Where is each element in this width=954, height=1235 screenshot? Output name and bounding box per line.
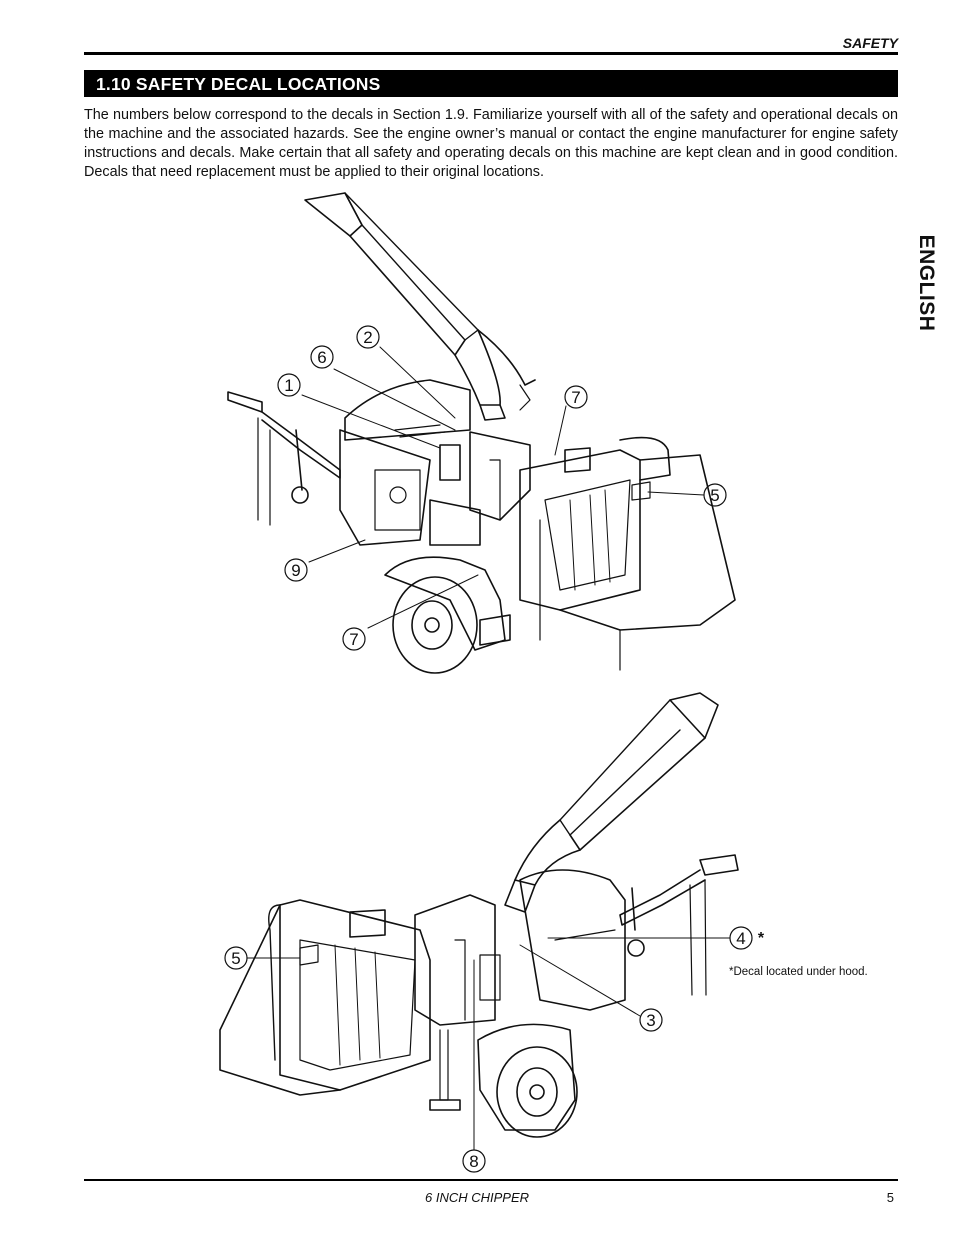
page-number: 5 (886, 1190, 894, 1205)
callout-4-asterisk: * (758, 930, 765, 947)
bottom-callout-circles (224, 926, 753, 1173)
callout-6-top: 6 (317, 348, 326, 367)
chipper-illustration-top (227, 192, 736, 674)
callout-8-bottom: 8 (469, 1152, 478, 1171)
callout-7-top-right: 7 (571, 388, 580, 407)
section-title: 1.10 SAFETY DECAL LOCATIONS (96, 74, 381, 94)
callout-4-bottom: 4 (736, 929, 745, 948)
footer-rule (84, 1179, 898, 1181)
section-title-bar: 1.10 SAFETY DECAL LOCATIONS (84, 70, 898, 97)
callout-3-bottom: 3 (646, 1011, 655, 1030)
bottom-callout-labels: 5 4 3 8 * (231, 929, 765, 1171)
top-callout-circles (277, 325, 727, 651)
intro-paragraph: The numbers below correspond to the deca… (84, 107, 898, 180)
bottom-callout-leaders (246, 937, 731, 1151)
top-callout-leaders (301, 346, 705, 629)
callout-9-top: 9 (291, 561, 300, 580)
decal-note: *Decal located under hood. (729, 966, 868, 978)
callout-5-top: 5 (710, 486, 719, 505)
callout-2-top: 2 (363, 328, 372, 347)
chipper-illustration-bottom (219, 692, 739, 1138)
footer-title: 6 INCH CHIPPER (424, 1190, 530, 1205)
callout-7-top-left: 7 (349, 630, 358, 649)
header-rule (84, 52, 898, 55)
header-section-label: SAFETY (842, 35, 898, 51)
callout-1-top: 1 (284, 376, 293, 395)
top-callout-labels: 2 6 1 7 5 9 7 (284, 328, 719, 649)
callout-5-bottom: 5 (231, 949, 240, 968)
